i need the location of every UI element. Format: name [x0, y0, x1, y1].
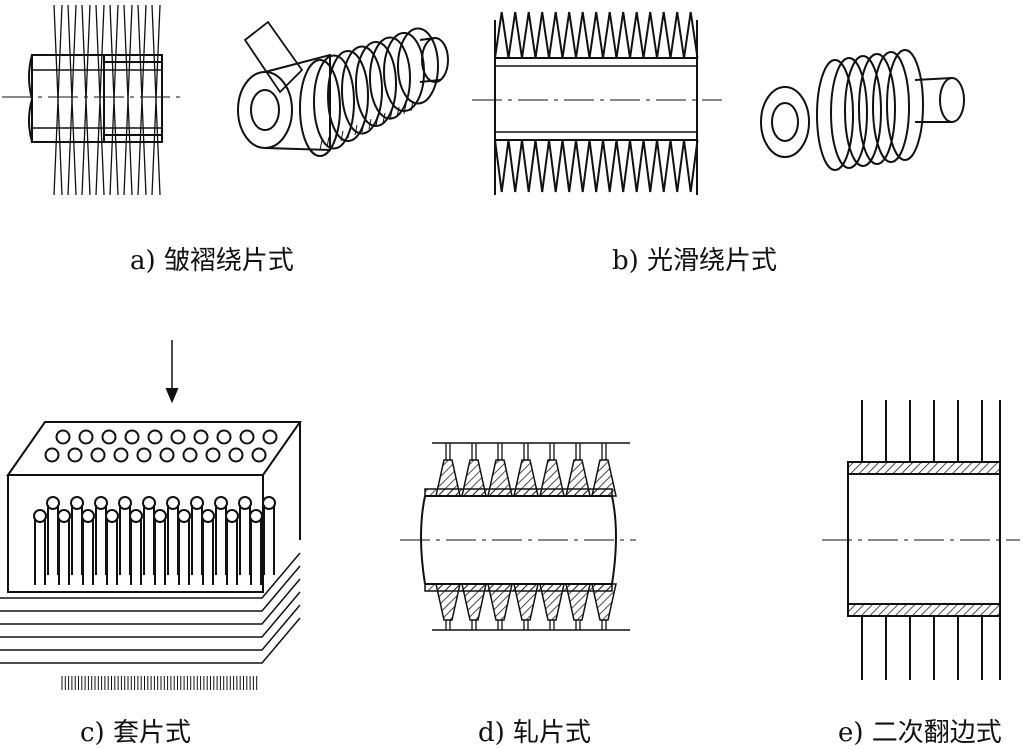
caption-e: e) 二次翻边式	[838, 718, 1002, 748]
panel-a-perspective	[237, 20, 449, 157]
panel-b-perspective	[760, 49, 965, 171]
caption-a: a) 皱褶绕片式	[130, 246, 294, 276]
panel-d-rolled-fin	[400, 442, 636, 631]
panel-b-section	[472, 11, 722, 195]
caption-b: b) 光滑绕片式	[612, 246, 778, 276]
panel-e-flanged-fin	[822, 400, 1020, 680]
caption-c: c) 套片式	[80, 718, 191, 748]
panel-c-plate-fin	[0, 340, 302, 690]
panel-a-section	[2, 4, 185, 196]
caption-d: d) 轧片式	[478, 718, 592, 748]
